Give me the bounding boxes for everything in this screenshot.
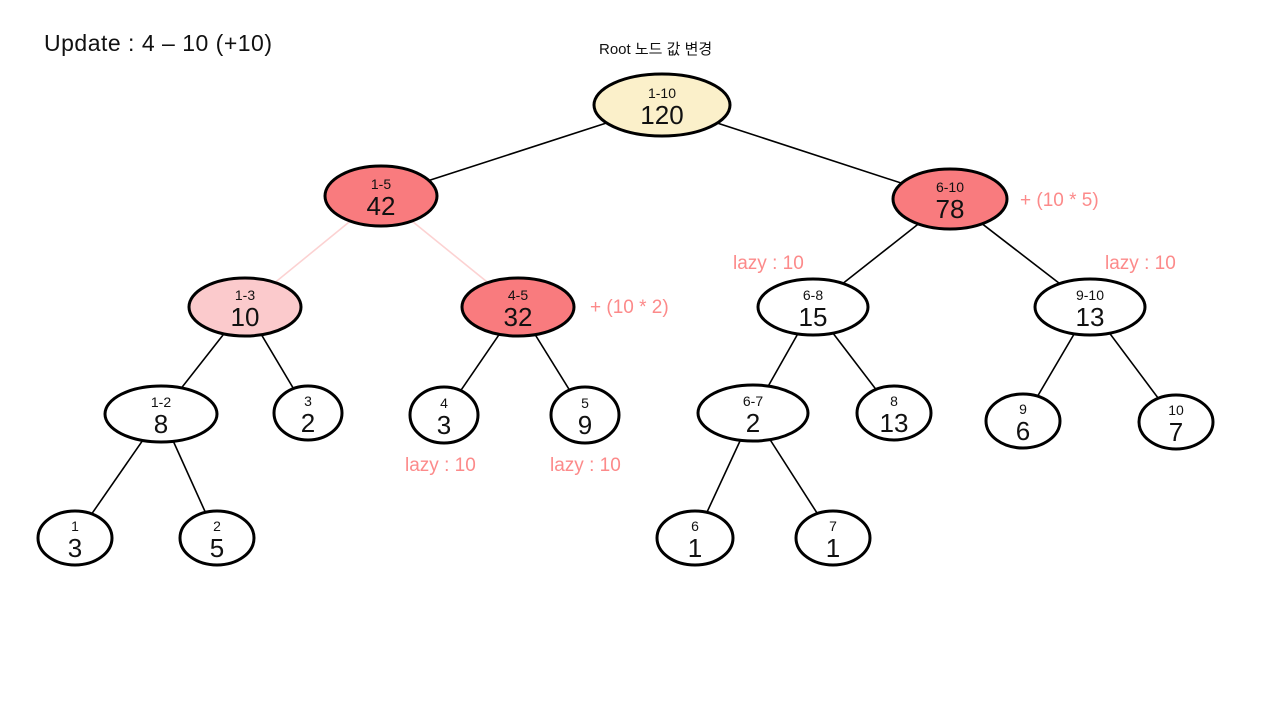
tree-node-8: 8 13 <box>855 384 933 442</box>
node-value: 13 <box>1076 302 1105 332</box>
tree-node-4: 4 3 <box>408 385 480 445</box>
tree-node-1: 1 3 <box>36 509 114 567</box>
node-ellipse <box>408 385 480 445</box>
node-range: 1-2 <box>151 394 171 410</box>
tree-node-1-10: 1-10 120 <box>592 72 732 138</box>
node-value: 1 <box>688 533 702 563</box>
lazy-value-label-6-8: lazy : 10 <box>733 253 804 274</box>
tree-node-4-5: 4-5 32 <box>460 276 576 338</box>
node-range: 1-5 <box>371 176 391 192</box>
node-ellipse <box>794 509 872 567</box>
tree-node-6: 6 1 <box>655 509 735 567</box>
node-ellipse <box>1137 393 1215 451</box>
node-value: 32 <box>504 302 533 332</box>
tree-node-9-10: 9-10 13 <box>1033 277 1147 337</box>
node-ellipse <box>855 384 933 442</box>
node-ellipse <box>103 384 219 444</box>
node-ellipse <box>178 509 256 567</box>
node-ellipse <box>36 509 114 567</box>
node-value: 3 <box>437 410 451 440</box>
node-ellipse <box>460 276 576 338</box>
tree-node-2: 2 5 <box>178 509 256 567</box>
node-value: 2 <box>301 408 315 438</box>
tree-node-7: 7 1 <box>794 509 872 567</box>
node-range: 1-10 <box>648 85 676 101</box>
node-ellipse <box>984 392 1062 450</box>
node-value: 15 <box>799 302 828 332</box>
node-value: 120 <box>640 100 683 130</box>
node-range: 9 <box>1019 401 1027 417</box>
node-range: 3 <box>304 393 312 409</box>
node-range: 8 <box>890 393 898 409</box>
tree-node-6-10: 6-10 78 <box>891 167 1009 231</box>
tree-node-9: 9 6 <box>984 392 1062 450</box>
root-change-caption: Root 노드 값 변경 <box>599 41 713 58</box>
tree-node-3: 3 2 <box>272 384 344 442</box>
node-value: 8 <box>154 409 168 439</box>
node-range: 10 <box>1168 402 1184 418</box>
tree-node-1-2: 1-2 8 <box>103 384 219 444</box>
node-range: 9-10 <box>1076 287 1104 303</box>
tree-node-1-3: 1-3 10 <box>187 276 303 338</box>
node-range: 6 <box>691 518 699 534</box>
node-value: 5 <box>210 533 224 563</box>
node-value: 42 <box>367 191 396 221</box>
tree-node-5: 5 9 <box>549 385 621 445</box>
node-value: 6 <box>1016 416 1030 446</box>
node-value: 13 <box>880 408 909 438</box>
node-value: 2 <box>746 408 760 438</box>
node-ellipse <box>655 509 735 567</box>
node-value: 10 <box>231 302 260 332</box>
node-ellipse <box>592 72 732 138</box>
lazy-value-label-4: lazy : 10 <box>405 455 476 476</box>
node-ellipse <box>549 385 621 445</box>
lazy-propagation-label-4-5: + (10 * 2) <box>590 297 669 318</box>
node-ellipse <box>1033 277 1147 337</box>
lazy-value-label-9-10: lazy : 10 <box>1105 253 1176 274</box>
node-range: 4-5 <box>508 287 528 303</box>
node-ellipse <box>696 383 810 443</box>
node-value: 1 <box>826 533 840 563</box>
node-ellipse <box>323 164 439 228</box>
lazy-propagation-label-6-10: + (10 * 5) <box>1020 190 1099 211</box>
node-value: 7 <box>1169 417 1183 447</box>
node-ellipse <box>187 276 303 338</box>
node-ellipse <box>891 167 1009 231</box>
node-range: 1 <box>71 518 79 534</box>
tree-node-1-5: 1-5 42 <box>323 164 439 228</box>
node-ellipse <box>756 277 870 337</box>
update-title: Update : 4 – 10 (+10) <box>44 30 273 56</box>
node-range: 7 <box>829 518 837 534</box>
tree-node-10: 10 7 <box>1137 393 1215 451</box>
node-value: 78 <box>936 194 965 224</box>
node-range: 6-7 <box>743 393 763 409</box>
node-value: 9 <box>578 410 592 440</box>
node-range: 4 <box>440 395 448 411</box>
node-range: 6-10 <box>936 179 964 195</box>
node-range: 5 <box>581 395 589 411</box>
lazy-value-label-5: lazy : 10 <box>550 455 621 476</box>
node-value: 3 <box>68 533 82 563</box>
tree-node-6-8: 6-8 15 <box>756 277 870 337</box>
node-ellipse <box>272 384 344 442</box>
node-range: 1-3 <box>235 287 255 303</box>
tree-node-6-7: 6-7 2 <box>696 383 810 443</box>
node-range: 2 <box>213 518 221 534</box>
node-range: 6-8 <box>803 287 823 303</box>
